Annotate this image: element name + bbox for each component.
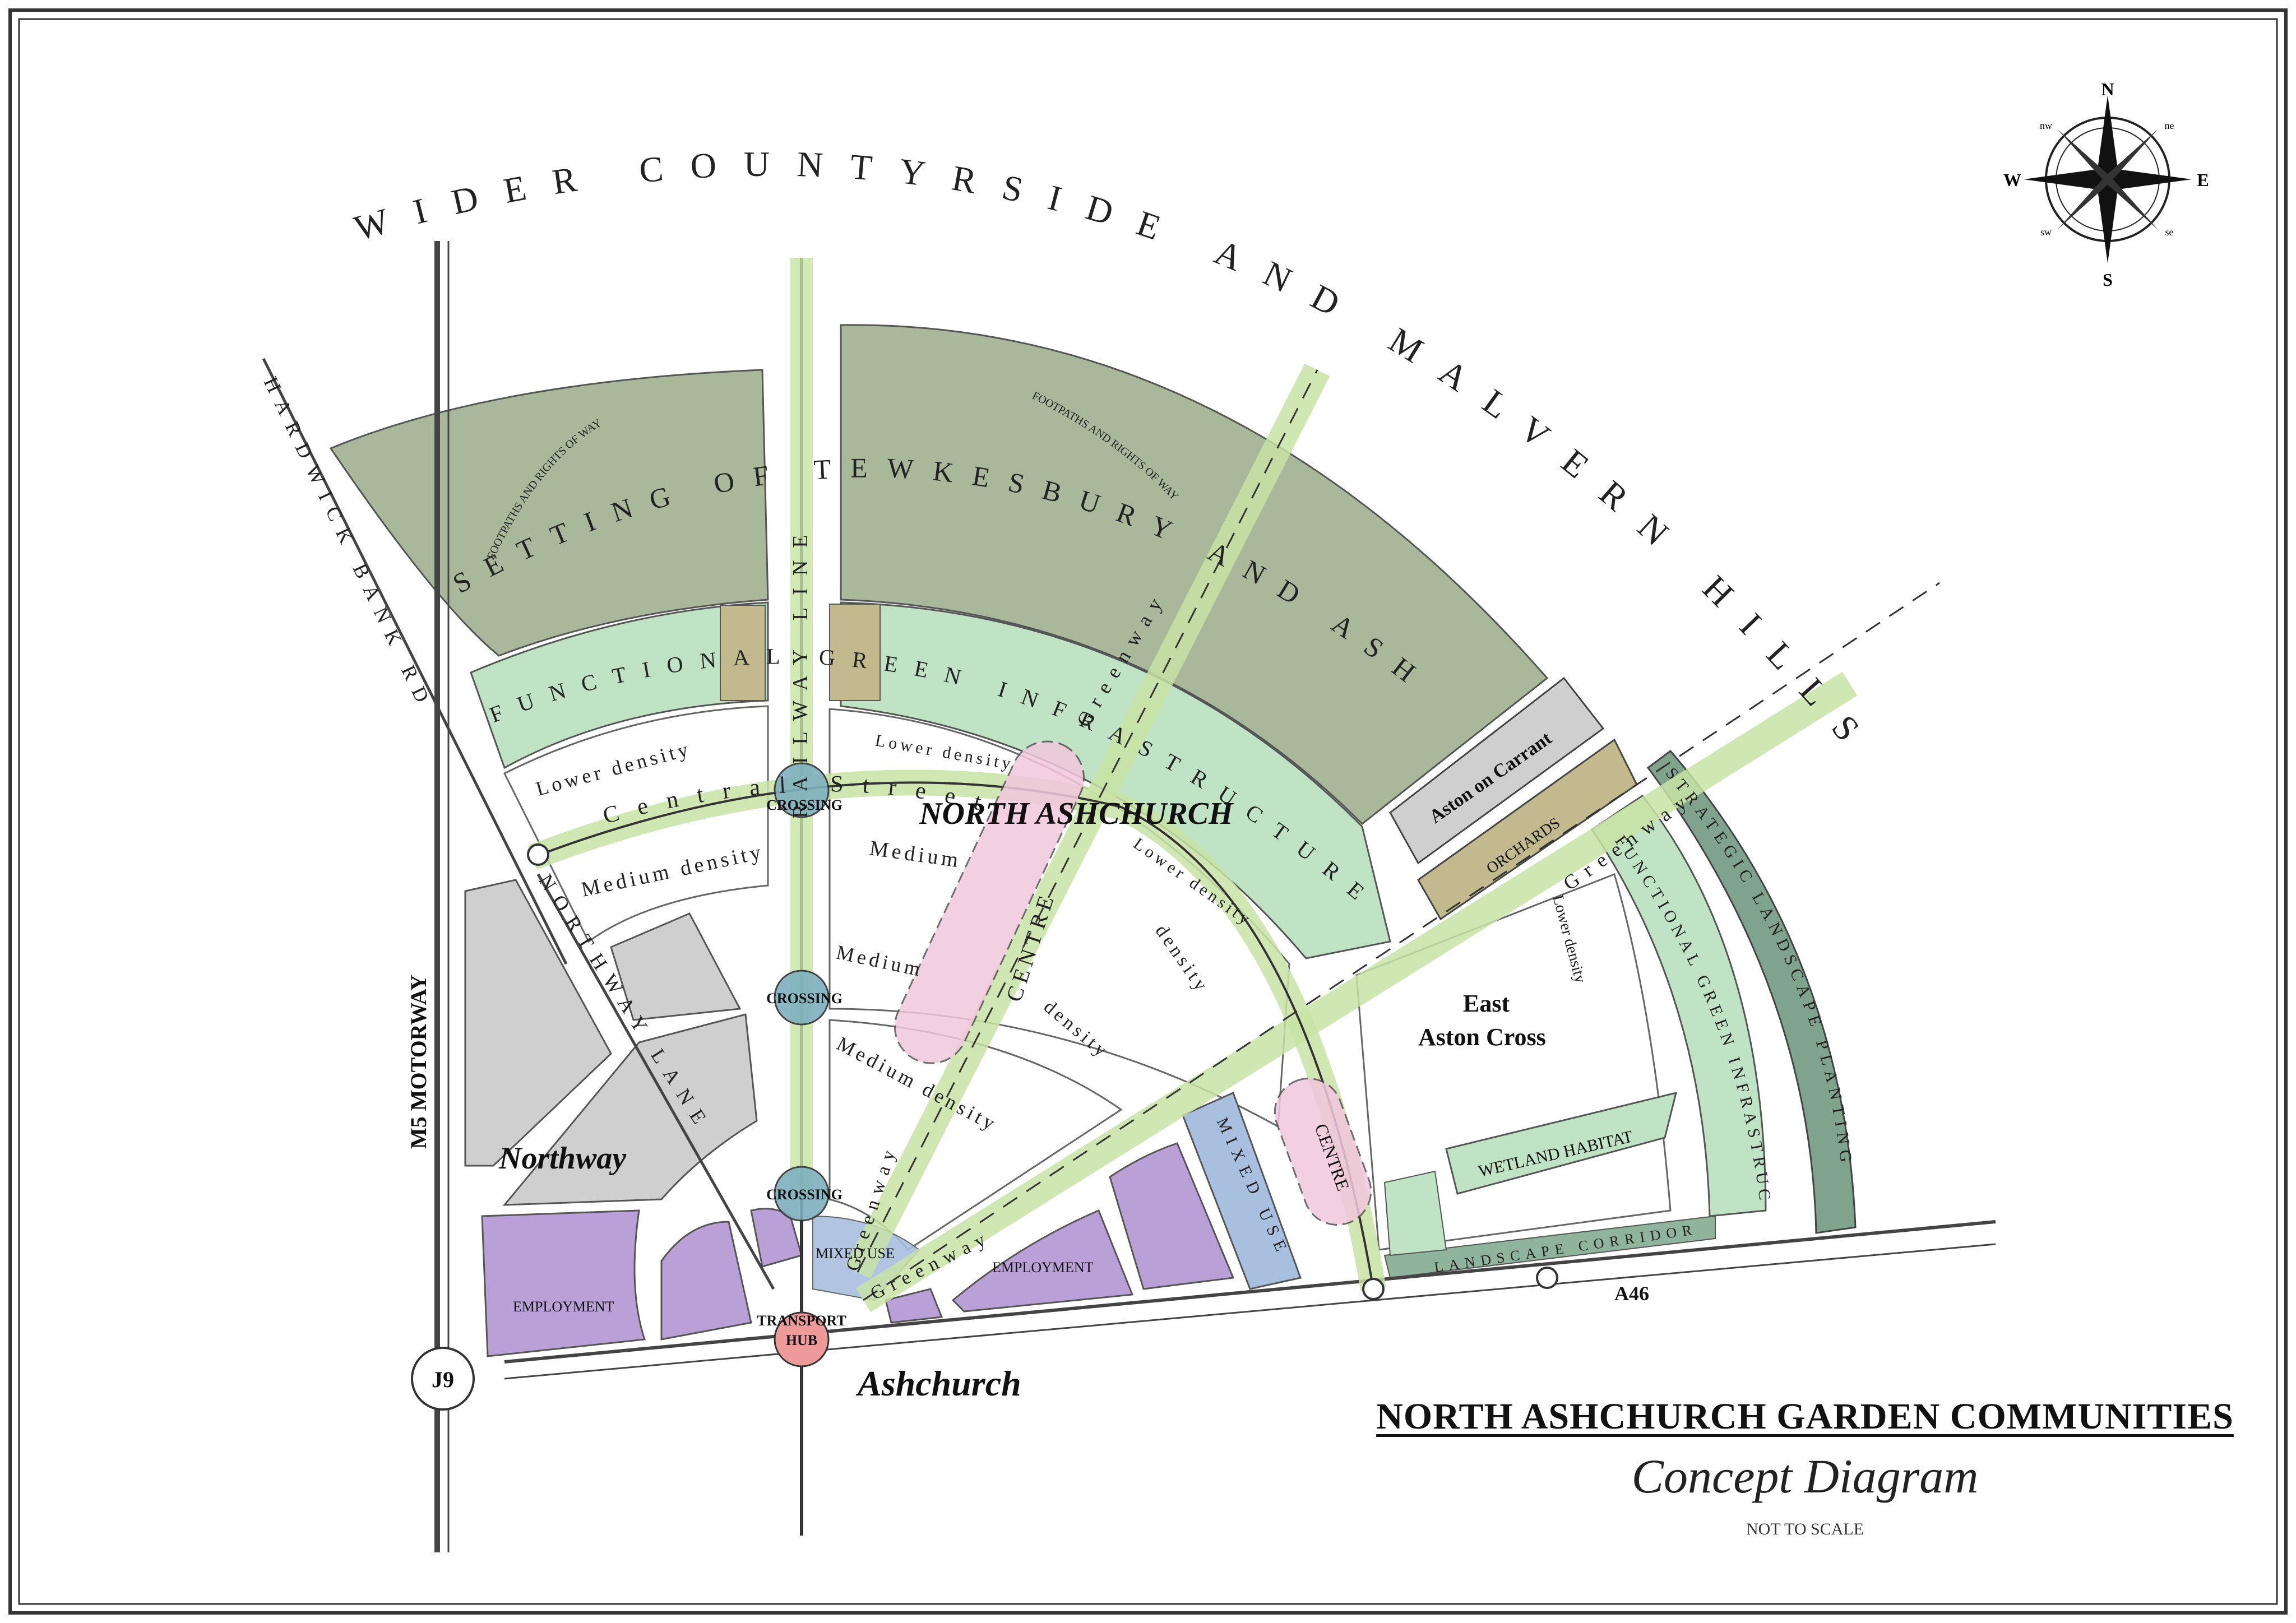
greenway-north-line xyxy=(857,369,1318,1273)
outer-border xyxy=(8,8,2288,1615)
northway-block-2 xyxy=(610,912,742,1021)
j9-marker xyxy=(411,1347,475,1411)
north-ashchurch-label: NORTH ASHCHURCH xyxy=(919,796,1234,831)
crossing-3-marker xyxy=(774,1166,830,1222)
title-block: NORTH ASHCHURCH GARDEN COMMUNITIES Conce… xyxy=(1334,1395,2276,1539)
transport-hub-label-2: HUB xyxy=(786,1332,817,1348)
employment-west-2 xyxy=(660,1221,752,1341)
inner-border xyxy=(18,18,2278,1605)
compass-sw: sw xyxy=(2040,226,2052,238)
compass-ne: ne xyxy=(2165,120,2174,131)
crossing-2-marker xyxy=(774,970,830,1026)
khaki-strip-1 xyxy=(720,605,766,701)
northway-label: Northway xyxy=(498,1141,627,1176)
aston-cross-label: Aston Cross xyxy=(1418,1023,1546,1051)
functional-gi-zone xyxy=(470,601,769,769)
central-street-end xyxy=(1362,1278,1385,1300)
centre-north xyxy=(894,740,1085,1064)
centre-east xyxy=(1274,1078,1372,1226)
compass-s: S xyxy=(2103,270,2113,290)
landscape-corridor-zone xyxy=(1383,1215,1716,1279)
compass-se: se xyxy=(2165,226,2174,238)
mixed-use-east xyxy=(1182,1091,1302,1290)
a46-road xyxy=(504,1220,1996,1364)
crossing-1-marker xyxy=(774,762,830,818)
northway-block-1 xyxy=(464,879,612,1167)
scale-note: NOT TO SCALE xyxy=(1746,1520,1864,1538)
aston-on-carrant-zone xyxy=(1389,676,1605,865)
employment-small-2 xyxy=(885,1288,943,1324)
compass-n: N xyxy=(2101,79,2114,99)
employment-west xyxy=(481,1209,646,1357)
central-street-line xyxy=(532,781,1374,1290)
a46-label: A46 xyxy=(1614,1282,1649,1305)
j9-label: J9 xyxy=(432,1367,454,1392)
crossing-1-label: CROSSING xyxy=(766,797,843,813)
greenway-east-line xyxy=(863,582,1940,1301)
green-pocket xyxy=(1383,1170,1447,1256)
page-title: NORTH ASHCHURCH GARDEN COMMUNITIES xyxy=(1376,1396,2234,1437)
transport-hub-marker xyxy=(774,1311,830,1367)
strategic-planting-zone xyxy=(1646,749,1857,1234)
greenway-east xyxy=(855,671,1858,1313)
east-label: East xyxy=(1463,990,1510,1017)
transport-hub-label-1: TRANSPORT xyxy=(757,1313,846,1329)
compass-rose: N S W E nw ne sw se xyxy=(2003,79,2209,290)
ashchurch-label: Ashchurch xyxy=(855,1364,1021,1403)
setting-zone-east xyxy=(840,324,1549,826)
employment-east-2 xyxy=(1109,1142,1235,1290)
hardwick-road xyxy=(262,358,568,965)
compass-nw: nw xyxy=(2040,120,2052,131)
a46-road-edge xyxy=(504,1243,1996,1380)
crossing-2-label: CROSSING xyxy=(766,990,843,1007)
wetland-zone xyxy=(1445,1091,1678,1195)
page-subtitle: Concept Diagram xyxy=(1631,1449,1979,1503)
compass-w: W xyxy=(2003,170,2021,190)
northway-lane xyxy=(536,873,775,1290)
employment-west-label: EMPLOYMENT xyxy=(513,1299,614,1315)
employment-east xyxy=(951,1209,1134,1313)
compass-e: E xyxy=(2197,170,2209,190)
central-street-start xyxy=(527,843,549,866)
functional-gi-east-zone xyxy=(1590,794,1767,1217)
employment-east-label: EMPLOYMENT xyxy=(992,1259,1094,1276)
motorway-label: M5 MOTORWAY xyxy=(406,975,431,1149)
railway-label: RAILWAY LINE xyxy=(789,522,812,818)
crossing-3-label: CROSSING xyxy=(766,1186,843,1203)
khaki-strip-2 xyxy=(829,604,881,701)
mixed-use-hub-label: MIXED USE xyxy=(816,1245,895,1262)
a46-junction xyxy=(1536,1267,1558,1289)
northway-block-3 xyxy=(502,1013,758,1206)
employment-small xyxy=(750,1208,803,1268)
